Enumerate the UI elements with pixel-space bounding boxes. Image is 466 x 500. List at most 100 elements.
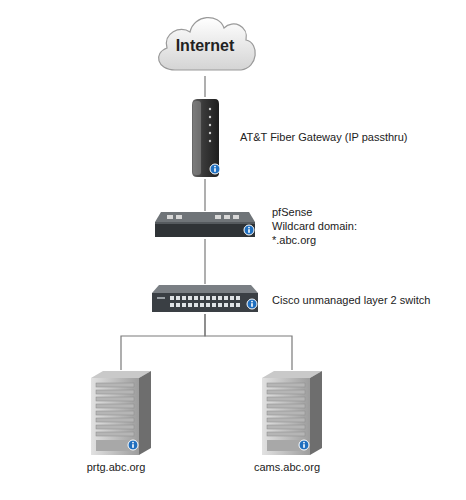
- switch-device-part: [212, 303, 216, 307]
- gateway-device-part: [210, 164, 220, 174]
- server-device-icon: [262, 370, 322, 456]
- network-link: [204, 179, 205, 211]
- device-label: Cisco unmanaged layer 2 switch: [272, 293, 462, 307]
- device-label: AT&T Fiber Gateway (IP passthru): [240, 130, 460, 144]
- switch-device-part: [206, 303, 210, 307]
- switch-device-part: [182, 296, 186, 300]
- server-device-part: [91, 378, 139, 455]
- firewall-device-part: [155, 222, 255, 224]
- gateway-device-part: [214, 166, 216, 168]
- server-device-part: [267, 390, 305, 394]
- switch-device-part: [218, 303, 222, 307]
- server-device-icon: [91, 370, 151, 456]
- firewall-device-part: [176, 215, 182, 219]
- switch-device-part: [170, 303, 174, 307]
- server-device-part: [303, 444, 305, 448]
- server-device-part: [139, 371, 151, 455]
- server-device-part: [132, 444, 134, 448]
- switch-device-part: [176, 296, 180, 300]
- firewall-device-part: [167, 215, 173, 219]
- device-note: Wildcard domain: *.abc.org: [272, 219, 364, 247]
- server-device-part: [128, 440, 138, 450]
- server-device-part: [267, 411, 305, 415]
- server-device-part: [132, 442, 134, 444]
- gateway-device-icon: [188, 97, 222, 179]
- switch-device-part: [251, 301, 253, 303]
- server-device-part: [267, 418, 305, 422]
- firewall-device-part: [215, 215, 221, 219]
- switch-device-part: [157, 297, 165, 299]
- server-device-part: [96, 383, 134, 387]
- gateway-device-part: [209, 132, 211, 134]
- switch-device-part: [170, 296, 174, 300]
- server-device-part: [96, 418, 134, 422]
- server-device-part: [299, 440, 309, 450]
- device-label: cams.abc.org: [237, 460, 337, 474]
- firewall-device-icon: [155, 211, 255, 239]
- server-device-part: [267, 432, 305, 436]
- server-device-part: [267, 383, 305, 387]
- switch-device-part: [194, 303, 198, 307]
- switch-device-part: [212, 296, 216, 300]
- switch-device-part: [188, 303, 192, 307]
- network-link: [204, 76, 205, 97]
- network-link: [204, 239, 205, 284]
- switch-device-part: [236, 296, 240, 300]
- switch-device-part: [194, 296, 198, 300]
- server-device-part: [96, 425, 134, 429]
- switch-device-part: [218, 296, 222, 300]
- switch-device-icon: [152, 284, 258, 314]
- gateway-device-part: [193, 101, 201, 175]
- device-label: Internet: [150, 36, 260, 56]
- network-link: [205, 314, 292, 370]
- switch-device-part: [230, 303, 234, 307]
- server-device-part: [267, 425, 305, 429]
- server-device-part: [310, 371, 322, 455]
- firewall-device-part: [248, 229, 250, 233]
- switch-device-part: [251, 303, 253, 307]
- gateway-device-part: [209, 124, 211, 126]
- switch-device-part: [247, 299, 257, 309]
- gateway-device-part: [209, 116, 211, 118]
- switch-device-part: [182, 303, 186, 307]
- switch-device-part: [224, 296, 228, 300]
- switch-device-part: [176, 303, 180, 307]
- server-device-part: [262, 378, 310, 455]
- firewall-device: pfSenseWildcard domain: *.abc.org: [155, 211, 255, 239]
- gateway-device-part: [192, 99, 219, 177]
- gateway-device: AT&T Fiber Gateway (IP passthru): [188, 97, 222, 179]
- server-device-part: [96, 397, 134, 401]
- server-device-part: [267, 404, 305, 408]
- server-device-part: [96, 411, 134, 415]
- gateway-device-part: [209, 140, 211, 142]
- firewall-device-part: [155, 222, 255, 237]
- network-link: [121, 314, 205, 370]
- firewall-device-part: [244, 225, 254, 235]
- server-device-part: [96, 390, 134, 394]
- server-device-part: [96, 432, 134, 436]
- gateway-device-part: [214, 168, 216, 172]
- switch-device-part: [152, 285, 258, 293]
- server-device-part: [267, 397, 305, 401]
- server-device-part: [303, 442, 305, 444]
- firewall-device-part: [155, 212, 255, 222]
- device-label: prtg.abc.org: [66, 460, 166, 474]
- server-device: prtg.abc.org: [91, 370, 151, 456]
- switch-device: Cisco unmanaged layer 2 switch: [152, 284, 258, 314]
- switch-device-part: [236, 303, 240, 307]
- firewall-device-part: [224, 215, 230, 219]
- firewall-device-part: [248, 227, 250, 229]
- switch-device-part: [152, 293, 258, 312]
- device-label: pfSense: [272, 205, 422, 219]
- gateway-device-part: [209, 108, 211, 110]
- switch-device-part: [200, 296, 204, 300]
- switch-device-part: [188, 296, 192, 300]
- switch-device-part: [206, 296, 210, 300]
- internet-cloud: Internet: [150, 8, 260, 76]
- switch-device-part: [230, 296, 234, 300]
- server-device-part: [96, 404, 134, 408]
- server-device: cams.abc.org: [262, 370, 322, 456]
- switch-device-part: [224, 303, 228, 307]
- switch-device-part: [200, 303, 204, 307]
